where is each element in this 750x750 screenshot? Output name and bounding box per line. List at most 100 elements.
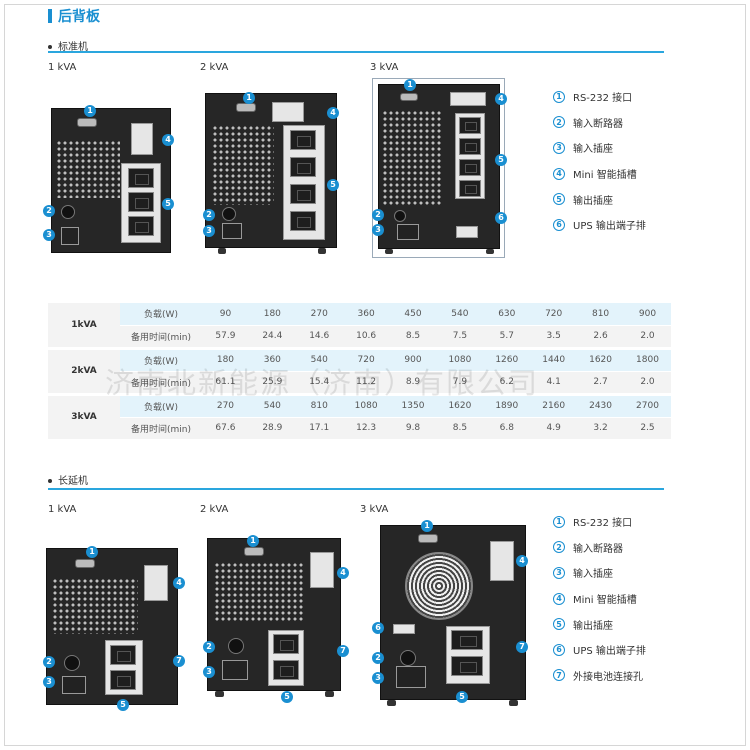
table-load-cell: 2430	[577, 395, 625, 418]
table-load-cell: 720	[530, 303, 578, 326]
ext-2kva-foot	[325, 691, 334, 697]
std-1kva-output-socket	[128, 168, 154, 188]
badge-1: 1	[84, 105, 96, 117]
legend-number: 3	[553, 141, 565, 154]
table-time-cell: 2.6	[577, 325, 625, 348]
badge-1: 1	[247, 535, 259, 547]
badge-3: 3	[203, 225, 215, 237]
legend-label: Mini 智能插槽	[573, 595, 637, 607]
table-load-cell: 2700	[624, 395, 671, 418]
table-time-cell: 8.5	[436, 417, 484, 440]
table-time-cell: 3.5	[530, 325, 578, 348]
std-2kva-vent	[212, 125, 274, 205]
ext-3kva-fan-icon	[405, 552, 473, 620]
std-1kva-input-inlet	[61, 227, 79, 245]
table-time-cell: 67.6	[202, 417, 249, 440]
badge-4: 4	[516, 555, 528, 567]
table-gap-cell	[48, 393, 671, 396]
table-load-cell: 360	[342, 303, 390, 326]
ext-2kva-input-inlet	[222, 660, 248, 680]
ext-2kva-output-socket	[273, 634, 299, 654]
legend-number: 6	[553, 218, 565, 231]
table-load-cell: 900	[389, 349, 437, 372]
badge-7: 7	[173, 655, 185, 667]
std-2kva-output-socket	[290, 130, 316, 150]
std-2kva-output-socket	[290, 184, 316, 204]
table-load-cell: 270	[295, 303, 343, 326]
legend-number: 6	[553, 643, 565, 656]
ext-1kva-input-inlet	[62, 676, 86, 694]
badge-1: 1	[404, 79, 416, 91]
table-load-label: 负载(W)	[120, 395, 202, 418]
badge-1: 1	[421, 520, 433, 532]
legend-number: 1	[553, 90, 565, 103]
ext-1kva-mini-slot	[144, 565, 168, 601]
badge-5: 5	[281, 691, 293, 703]
table-model-cell: 1kVA	[48, 303, 120, 348]
badge-6: 6	[495, 212, 507, 224]
bullet-dot	[48, 45, 52, 49]
table-load-cell: 180	[202, 349, 249, 372]
table-time-cell: 2.5	[624, 417, 671, 440]
table-load-label: 负载(W)	[120, 303, 202, 326]
watermark: 济南北新能源（济南）有限公司	[105, 366, 540, 400]
table-time-cell: 25.9	[248, 371, 296, 394]
std-2kva-input-breaker	[222, 207, 236, 221]
std-3kva-mini-slot	[450, 92, 486, 106]
badge-2: 2	[43, 656, 55, 668]
table-time-cell: 6.8	[483, 417, 531, 440]
badge-5: 5	[456, 691, 468, 703]
ext-2kva-mini-slot	[310, 552, 334, 588]
badge-3: 3	[43, 229, 55, 241]
std-1kva-output-socket	[128, 192, 154, 212]
badge-1: 1	[243, 92, 255, 104]
table-load-cell: 180	[248, 303, 296, 326]
ext-1kva-output-socket	[110, 645, 136, 665]
table-time-cell: 15.4	[295, 371, 343, 394]
table-load-cell: 1620	[436, 395, 484, 418]
table-time-cell: 7.5	[436, 325, 484, 348]
table-load-cell: 810	[295, 395, 343, 418]
std-3kva-output-socket	[459, 138, 481, 155]
table-load-cell: 270	[202, 395, 249, 418]
table-time-cell: 4.1	[530, 371, 578, 394]
ext-3kva-rs232-port	[418, 534, 438, 543]
badge-5: 5	[495, 154, 507, 166]
std-2kva-foot	[318, 248, 326, 254]
table-load-cell: 1080	[436, 349, 484, 372]
table-load-cell: 1080	[342, 395, 390, 418]
legend-item: 6 UPS 输出端子排	[553, 637, 646, 663]
ext-1kva-output-socket	[110, 670, 136, 690]
table-time-cell: 14.6	[295, 325, 343, 348]
badge-2: 2	[203, 209, 215, 221]
table-load-cell: 90	[202, 303, 249, 326]
legend-label: UPS 输出端子排	[573, 646, 646, 658]
table-load-cell: 1260	[483, 349, 531, 372]
std-3kva-rs232-port	[400, 93, 418, 101]
std-2kva-foot	[218, 248, 226, 254]
legend-label: 输入断路器	[573, 118, 623, 130]
table-load-cell: 1620	[577, 349, 625, 372]
std-model-2kva-label: 2 kVA	[200, 62, 229, 73]
badge-3: 3	[372, 672, 384, 684]
badge-3: 3	[372, 224, 384, 236]
table-model-cell: 2kVA	[48, 349, 120, 394]
legend-number: 7	[553, 669, 565, 682]
badge-4: 4	[495, 93, 507, 105]
badge-4: 4	[173, 577, 185, 589]
table-time-cell: 2.0	[624, 371, 671, 394]
legend-number: 5	[553, 618, 565, 631]
badge-2: 2	[203, 641, 215, 653]
badge-4: 4	[337, 567, 349, 579]
ext-3kva-output-socket	[451, 630, 483, 650]
table-load-cell: 540	[295, 349, 343, 372]
std-3kva-foot	[486, 249, 494, 254]
ext-3kva-foot	[509, 700, 518, 706]
